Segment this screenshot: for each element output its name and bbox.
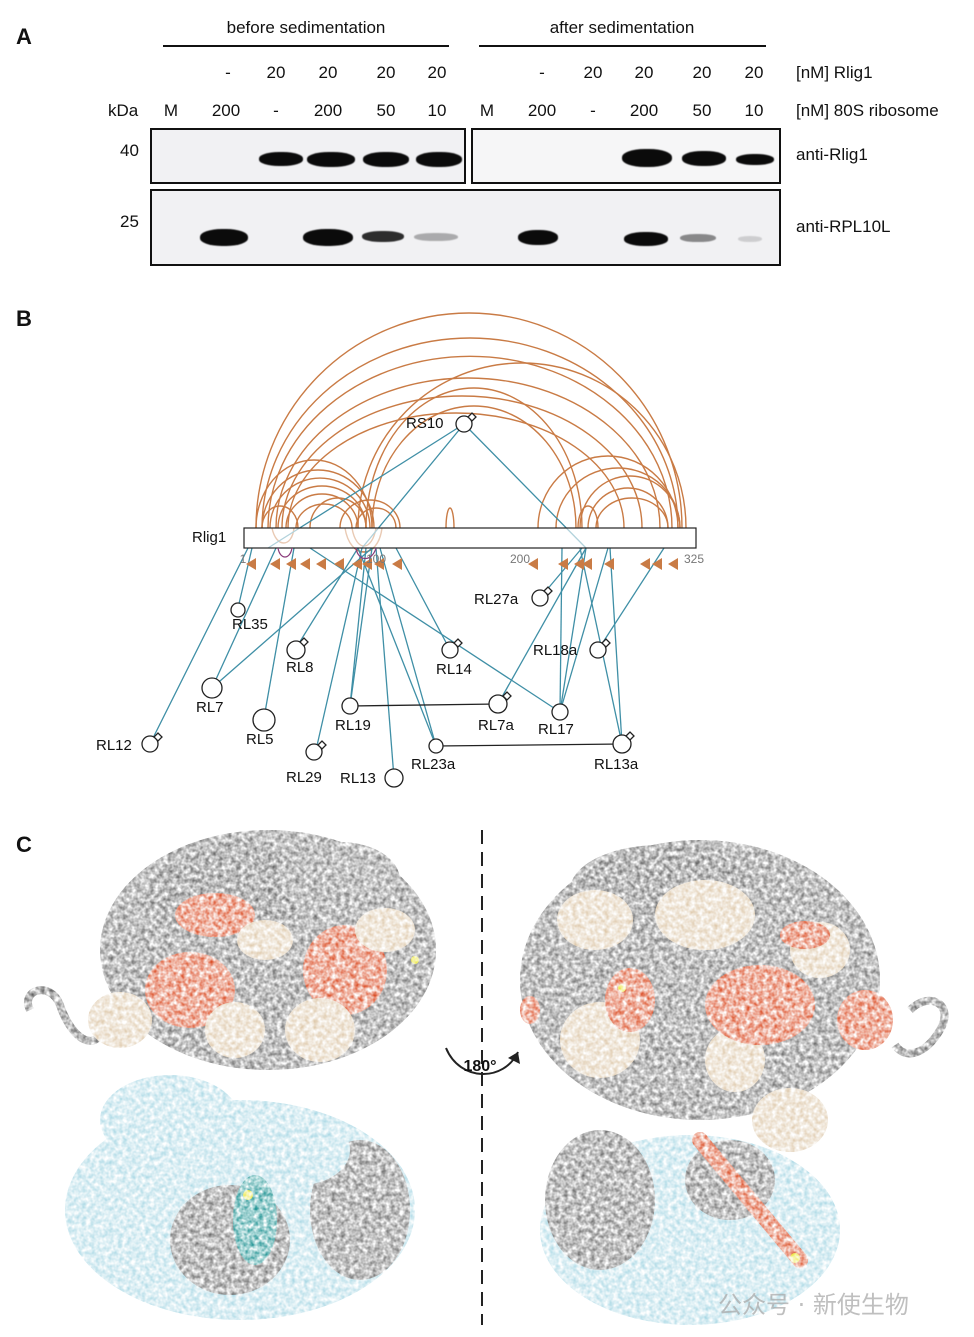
band: [518, 230, 558, 245]
rlig1-before-2: 20: [318, 63, 338, 82]
node-rl7: RL7: [196, 699, 224, 716]
protein-protein-links: [349, 703, 623, 747]
panel-a-label: A: [16, 24, 32, 49]
rlig1-after-3: 20: [692, 63, 712, 82]
rlig1-after-1: 20: [583, 63, 603, 82]
node-rl14: RL14: [436, 661, 472, 678]
blot-bottom-label: anti-RPL10L: [796, 217, 891, 236]
rlig1-before-3: 20: [376, 63, 396, 82]
ribo-before-0: M: [163, 101, 179, 120]
band: [624, 232, 668, 246]
axis-tick-325: 325: [683, 552, 705, 566]
node-rl12: RL12: [96, 737, 132, 754]
rlig1-before-4: 20: [427, 63, 447, 82]
band: [682, 151, 726, 166]
axis-tick-200: 200: [509, 552, 531, 566]
node-rl17: RL17: [538, 721, 574, 738]
node-rl29: RL29: [286, 769, 322, 786]
rotation-arrow: [445, 1047, 519, 1075]
watermark-text: 公众号 · 新使生物: [718, 1291, 909, 1319]
band: [736, 154, 774, 165]
node-rl8: RL8: [286, 659, 314, 676]
rlig1-sequence-bar: [243, 527, 697, 549]
rlig1-protein-label: Rlig1: [192, 529, 227, 546]
crosslink-site-markers: [246, 558, 678, 570]
ribo-after-3: 200: [629, 101, 659, 120]
node-rl27a: RL27a: [474, 591, 519, 608]
panel-b-label: B: [16, 306, 32, 331]
node-rl13: RL13: [340, 770, 376, 787]
rlig1-before-0: -: [225, 63, 231, 82]
axis-tick-100: 100: [365, 552, 387, 566]
mw-marker-25: 25: [120, 212, 139, 231]
axis-tick-1: 1: [239, 552, 247, 566]
node-rl13a: RL13a: [594, 756, 639, 773]
node-rs10: RS10: [406, 415, 444, 432]
rotation-label: 180°: [463, 1058, 497, 1075]
ribo-before-5: 10: [427, 101, 447, 120]
node-rl18a: RL18a: [533, 642, 578, 659]
rlig1-after-4: 20: [744, 63, 764, 82]
band: [362, 231, 404, 242]
group-before-bar: [163, 45, 449, 47]
node-rl5: RL5: [246, 731, 274, 748]
blot-rlig1-before: [150, 128, 466, 184]
ribo-after-2: -: [590, 101, 596, 120]
rlig1-after-0: -: [539, 63, 545, 82]
group-after-label: after sedimentation: [549, 18, 695, 37]
ribo-before-3: 200: [313, 101, 343, 120]
crosslink-map: [149, 312, 697, 779]
blot-rlig1-after: [471, 128, 781, 184]
ribosome-back-view: [520, 840, 949, 1325]
ribosome-front-view: [24, 830, 436, 1320]
ribosome-structures: [24, 830, 949, 1325]
band: [259, 152, 303, 166]
kda-unit: kDa: [108, 101, 139, 120]
band: [363, 152, 409, 167]
blot-rpl10l: [150, 189, 781, 266]
band: [680, 234, 716, 242]
ribo-after-1: 200: [527, 101, 557, 120]
rlig1-row-label: [nM] Rlig1: [796, 63, 873, 82]
protein-nodes: [141, 412, 635, 788]
band: [307, 152, 355, 167]
rlig1-before-1: 20: [266, 63, 286, 82]
blot-top-label: anti-Rlig1: [796, 145, 868, 164]
node-rl23a: RL23a: [411, 756, 456, 773]
node-rl35: RL35: [232, 616, 268, 633]
band: [414, 233, 458, 241]
panel-c-label: C: [16, 832, 32, 857]
band: [738, 236, 762, 242]
ribo-after-4: 50: [692, 101, 712, 120]
ribo-before-1: 200: [211, 101, 241, 120]
node-rl7a: RL7a: [478, 717, 514, 734]
mw-marker-40: 40: [120, 141, 139, 160]
group-after-bar: [479, 45, 766, 47]
node-rl19: RL19: [335, 717, 371, 734]
group-before-label: before sedimentation: [226, 18, 386, 37]
band: [416, 152, 462, 167]
ribo-after-0: M: [479, 101, 495, 120]
ribo-row-label: [nM] 80S ribosome: [796, 101, 939, 120]
inter-crosslinks: [149, 423, 665, 779]
ribo-before-2: -: [273, 101, 279, 120]
rlig1-after-2: 20: [634, 63, 654, 82]
ribo-before-4: 50: [376, 101, 396, 120]
band: [303, 229, 353, 246]
band: [622, 149, 672, 167]
ribo-after-5: 10: [744, 101, 764, 120]
intra-crosslinks: [255, 312, 687, 553]
band: [200, 229, 248, 246]
